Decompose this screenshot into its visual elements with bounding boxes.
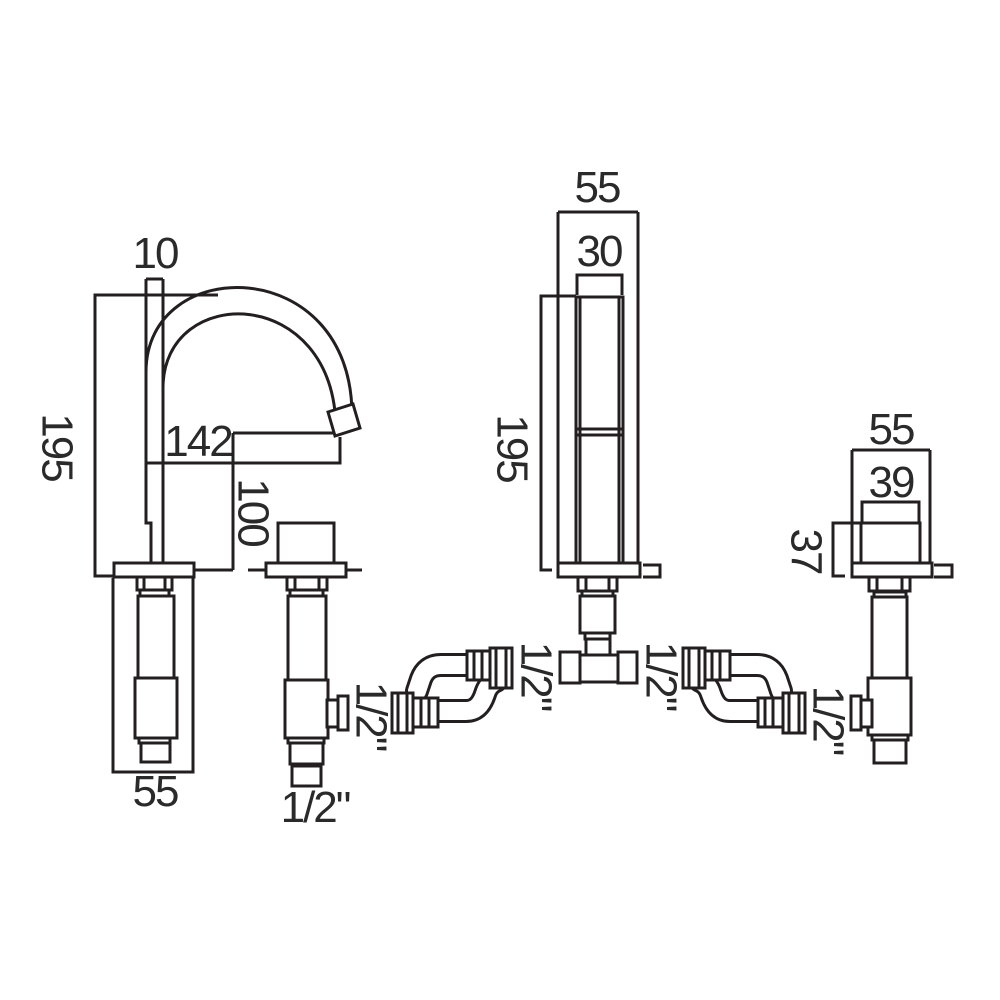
spout-shank-lower: [133, 676, 179, 740]
dim-right-valve-knob-width: 39: [869, 458, 914, 507]
left-valve-knob: [276, 521, 336, 565]
left-lower-hose-threads: [411, 696, 440, 729]
right-upper-hose-threads: [703, 649, 732, 682]
left-valve-outlet-stub: [325, 698, 340, 729]
dim-right-valve-plate-width: 55: [869, 405, 914, 454]
dim-lever-height: 195: [488, 414, 537, 482]
tee-right-port: [616, 650, 639, 685]
spout-nozzle: [326, 402, 362, 438]
dim-line-195-left: [93, 293, 218, 578]
dim-spout-clearance: 100: [229, 478, 278, 546]
dim-lever-handle-width: 30: [577, 227, 622, 276]
left-valve-outlet-cap: [336, 694, 350, 732]
lever-locknut-facets: [584, 577, 611, 591]
right-valve-outlet-stub: [859, 698, 874, 729]
left-lower-hose-nut-facets: [396, 693, 409, 733]
spout-riser-left-edge: [144, 279, 153, 563]
dim-left-valve-bottom-connection: 1/2": [281, 783, 350, 832]
right-valve-knob: [859, 521, 922, 565]
dim-line-100: [231, 431, 333, 570]
spout-locknut: [135, 575, 174, 592]
left-valve-body: [283, 678, 330, 740]
right-valve-tail: [872, 738, 908, 765]
tee-stem: [584, 637, 612, 657]
left-valve-tail-lower: [290, 764, 323, 788]
right-upper-hose-nut-facets: [687, 648, 701, 688]
dim-spout-base-width: 55: [133, 767, 178, 816]
spout-inner-curve: [161, 312, 338, 432]
right-valve-locknut-facets: [875, 577, 904, 591]
lever-flange: [556, 561, 642, 579]
right-lower-hose-nut: [781, 691, 807, 735]
dim-line-39: [860, 500, 921, 523]
right-valve-flange: [850, 561, 934, 579]
dim-right-valve-side-connection: 1/2": [804, 686, 853, 755]
dim-lever-plate-width: 55: [575, 163, 620, 212]
dim-line-55-right: [850, 448, 932, 563]
dim-tee-left-connection: 1/2": [512, 642, 561, 711]
lever-shank: [578, 594, 617, 635]
dim-line-55-left: [111, 578, 195, 774]
right-valve-body: [866, 676, 913, 737]
right-valve-view: 55 39 37 1/2": [782, 405, 954, 765]
dim-right-valve-knob-height: 37: [782, 529, 831, 574]
left-lower-hose-fill: [421, 672, 505, 720]
left-upper-hose-fill: [408, 656, 479, 700]
left-valve-locknut-facets: [293, 577, 321, 590]
lever-column-view: 55 30 195 1/2" 1/2": [488, 163, 686, 711]
right-lower-hose-thread-ribs: [763, 698, 775, 727]
dim-spout-width: 10: [133, 229, 178, 278]
spout-locknut-facets: [142, 577, 167, 590]
tee-body: [578, 653, 620, 684]
dim-line-37: [831, 521, 861, 578]
left-upper-hose-nut: [488, 646, 514, 690]
left-valve-locknut: [285, 575, 329, 592]
right-lower-hose-threads: [756, 696, 785, 729]
right-upper-hose-thread-ribs: [710, 651, 722, 680]
dim-tee-right-connection: 1/2": [637, 642, 686, 711]
left-upper-hose-threads: [465, 649, 492, 682]
dim-spout-reach: 142: [164, 417, 232, 466]
right-valve-locknut: [867, 575, 912, 593]
deck-break-far-right: [934, 563, 954, 579]
spout-flange: [112, 561, 196, 579]
deck-break-right: [643, 563, 662, 579]
right-lower-hose-nut-facets: [787, 693, 801, 733]
left-hose-pair: [390, 646, 514, 735]
dim-line-30: [575, 273, 624, 295]
dim-left-valve-side-connection: 1/2": [347, 682, 396, 751]
lever-handle-joint: [576, 427, 623, 437]
left-valve-tail-upper: [288, 741, 325, 766]
spout-view: 10 195 142 100 55: [33, 229, 362, 816]
dim-line-195-center: [539, 294, 576, 572]
tee-left-port: [558, 650, 582, 685]
left-valve-shank: [286, 594, 328, 682]
dim-spout-height: 195: [33, 413, 82, 481]
right-upper-hose-fill: [717, 656, 790, 700]
spout-shank-upper: [136, 594, 176, 680]
left-upper-hose-thread-ribs: [472, 651, 484, 680]
spout-tailpiece: [139, 741, 172, 764]
dim-line-55-center: [556, 210, 640, 563]
spout-outer-curve: [144, 286, 354, 416]
right-lower-hose-fill: [691, 672, 775, 720]
right-valve-outlet-cap: [849, 694, 863, 732]
left-lower-hose-thread-ribs: [419, 698, 431, 727]
left-valve-flange: [264, 561, 348, 579]
right-hose-pair: [681, 646, 807, 735]
left-valve-view: 1/2" 1/2": [248, 521, 396, 832]
right-valve-shank: [870, 595, 909, 680]
lever-locknut: [576, 575, 619, 593]
right-upper-hose-nut: [681, 646, 707, 690]
left-upper-hose-nut-facets: [494, 648, 508, 688]
